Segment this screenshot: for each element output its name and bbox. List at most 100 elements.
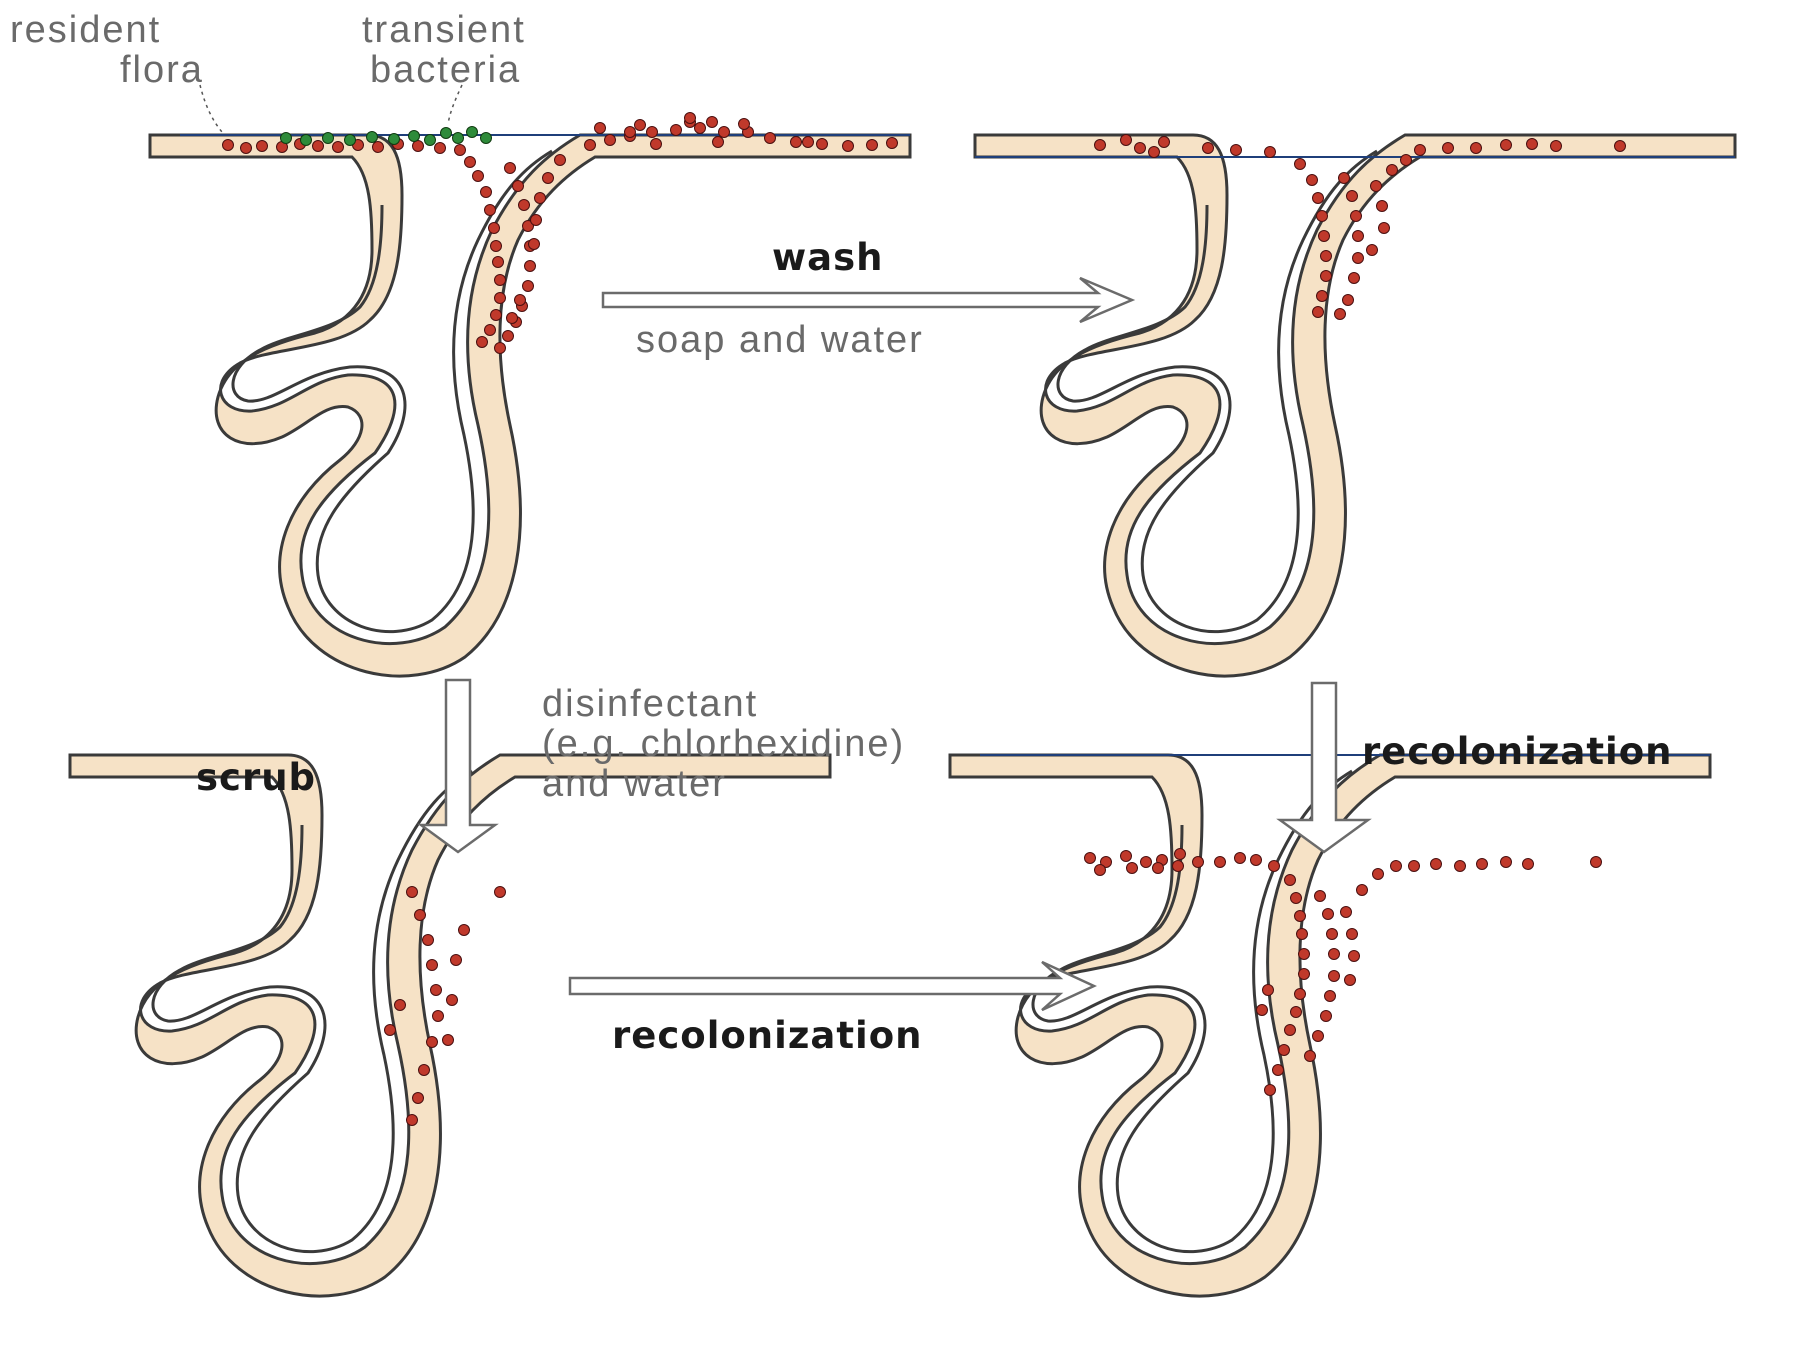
resident-flora-dot xyxy=(1315,891,1326,902)
resident-flora-dot xyxy=(513,181,524,192)
resident-flora-dot xyxy=(1159,137,1170,148)
resident-flora-dot xyxy=(1203,143,1214,154)
resident-flora-dot xyxy=(1085,853,1096,864)
resident-flora-dot xyxy=(1321,271,1332,282)
transient-bacteria-dot xyxy=(281,133,292,144)
transient-bacteria-dot xyxy=(301,135,312,146)
resident-flora-dot xyxy=(1279,1045,1290,1056)
resident-flora-dot xyxy=(493,257,504,268)
resident-flora-dot xyxy=(1299,969,1310,980)
resident-flora-dot xyxy=(1471,143,1482,154)
resident-flora-dot xyxy=(695,123,706,134)
resident-flora-dot xyxy=(1307,175,1318,186)
resident-flora-dot xyxy=(1193,857,1204,868)
resident-flora-dot xyxy=(1323,909,1334,920)
resident-flora-leader xyxy=(200,85,222,132)
resident-flora-dot xyxy=(625,127,636,138)
resident-flora-dot xyxy=(635,120,646,131)
resident-flora-dot xyxy=(1329,949,1340,960)
resident-flora-dot xyxy=(887,138,898,149)
resident-flora-label-line1: resident xyxy=(10,9,161,51)
resident-flora-dot xyxy=(489,223,500,234)
resident-flora-dot xyxy=(1501,857,1512,868)
resident-flora-dot xyxy=(1313,193,1324,204)
transient-bacteria-dot xyxy=(389,134,400,145)
resident-flora-dot xyxy=(1353,253,1364,264)
resident-flora-dot xyxy=(1313,307,1324,318)
resident-flora-dot xyxy=(485,205,496,216)
resident-flora-dot xyxy=(1285,1025,1296,1036)
resident-flora-dot xyxy=(443,1035,454,1046)
resident-flora-dot xyxy=(1295,989,1306,1000)
resident-flora-dot xyxy=(313,141,324,152)
resident-flora-dot xyxy=(1409,861,1420,872)
resident-flora-dot xyxy=(1127,863,1138,874)
resident-flora-dot xyxy=(1317,211,1328,222)
resident-flora-dot xyxy=(1347,191,1358,202)
resident-flora-dot xyxy=(495,275,506,286)
transient-bacteria-label-line2: bacteria xyxy=(370,49,521,91)
resident-flora-dot xyxy=(413,141,424,152)
resident-flora-dot xyxy=(1357,885,1368,896)
resident-flora-dot xyxy=(373,142,384,153)
transient-bacteria-dot xyxy=(425,135,436,146)
resident-flora-dot xyxy=(435,143,446,154)
recolonization-bottom-label: recolonization xyxy=(612,1014,922,1057)
resident-flora-dot xyxy=(407,1115,418,1126)
resident-flora-dot xyxy=(257,141,268,152)
resident-flora-dot xyxy=(503,331,514,342)
resident-flora-dot xyxy=(651,139,662,150)
resident-flora-dot xyxy=(1349,951,1360,962)
resident-flora-dot xyxy=(1321,251,1332,262)
resident-flora-dot xyxy=(415,910,426,921)
resident-flora-dot xyxy=(423,935,434,946)
resident-flora-dot xyxy=(1135,143,1146,154)
resident-flora-dot xyxy=(1121,135,1132,146)
recolonization-bottom-arrow xyxy=(570,962,1094,1010)
resident-flora-dot xyxy=(407,887,418,898)
transient-bacteria-dot xyxy=(481,133,492,144)
recolonization-right-arrow xyxy=(1280,683,1368,852)
resident-flora-dot xyxy=(523,281,534,292)
resident-flora-dot xyxy=(455,145,466,156)
resident-flora-label-line2: flora xyxy=(120,49,204,91)
resident-flora-dot xyxy=(473,171,484,182)
resident-flora-dot xyxy=(1149,147,1160,158)
recolonization-right-label: recolonization xyxy=(1362,730,1672,773)
transient-bacteria-dot xyxy=(367,132,378,143)
resident-flora-dot xyxy=(1235,853,1246,864)
resident-flora-dot xyxy=(1415,145,1426,156)
resident-flora-dot xyxy=(791,137,802,148)
resident-flora-dot xyxy=(491,310,502,321)
resident-flora-dot xyxy=(1591,857,1602,868)
resident-flora-dot xyxy=(1401,155,1412,166)
resident-flora-dot xyxy=(843,141,854,152)
resident-flora-dot xyxy=(1431,859,1442,870)
transient-bacteria-label-line1: transient xyxy=(362,9,526,51)
resident-flora-dot xyxy=(1251,855,1262,866)
resident-flora-dot xyxy=(605,135,616,146)
resident-flora-dot xyxy=(495,293,506,304)
resident-flora-dot xyxy=(1273,1065,1284,1076)
resident-flora-dot xyxy=(1257,1005,1268,1016)
resident-flora-dot xyxy=(1339,173,1350,184)
resident-flora-dot xyxy=(595,123,606,134)
resident-flora-dot xyxy=(1121,851,1132,862)
transient-bacteria-dot xyxy=(409,131,420,142)
resident-flora-dot xyxy=(413,1093,424,1104)
resident-flora-dot xyxy=(495,343,506,354)
resident-flora-dot xyxy=(223,140,234,151)
resident-flora-dot xyxy=(241,143,252,154)
transient-bacteria-dot xyxy=(345,135,356,146)
resident-flora-dot xyxy=(535,193,546,204)
resident-flora-dot xyxy=(519,200,530,211)
resident-flora-dot xyxy=(1501,140,1512,151)
resident-flora-dot xyxy=(1345,975,1356,986)
resident-flora-dot xyxy=(495,887,506,898)
resident-flora-dot xyxy=(1285,875,1296,886)
resident-flora-dot xyxy=(1349,273,1360,284)
transient-bacteria-dot xyxy=(323,133,334,144)
resident-flora-dot xyxy=(1523,859,1534,870)
resident-flora-dot xyxy=(1343,295,1354,306)
